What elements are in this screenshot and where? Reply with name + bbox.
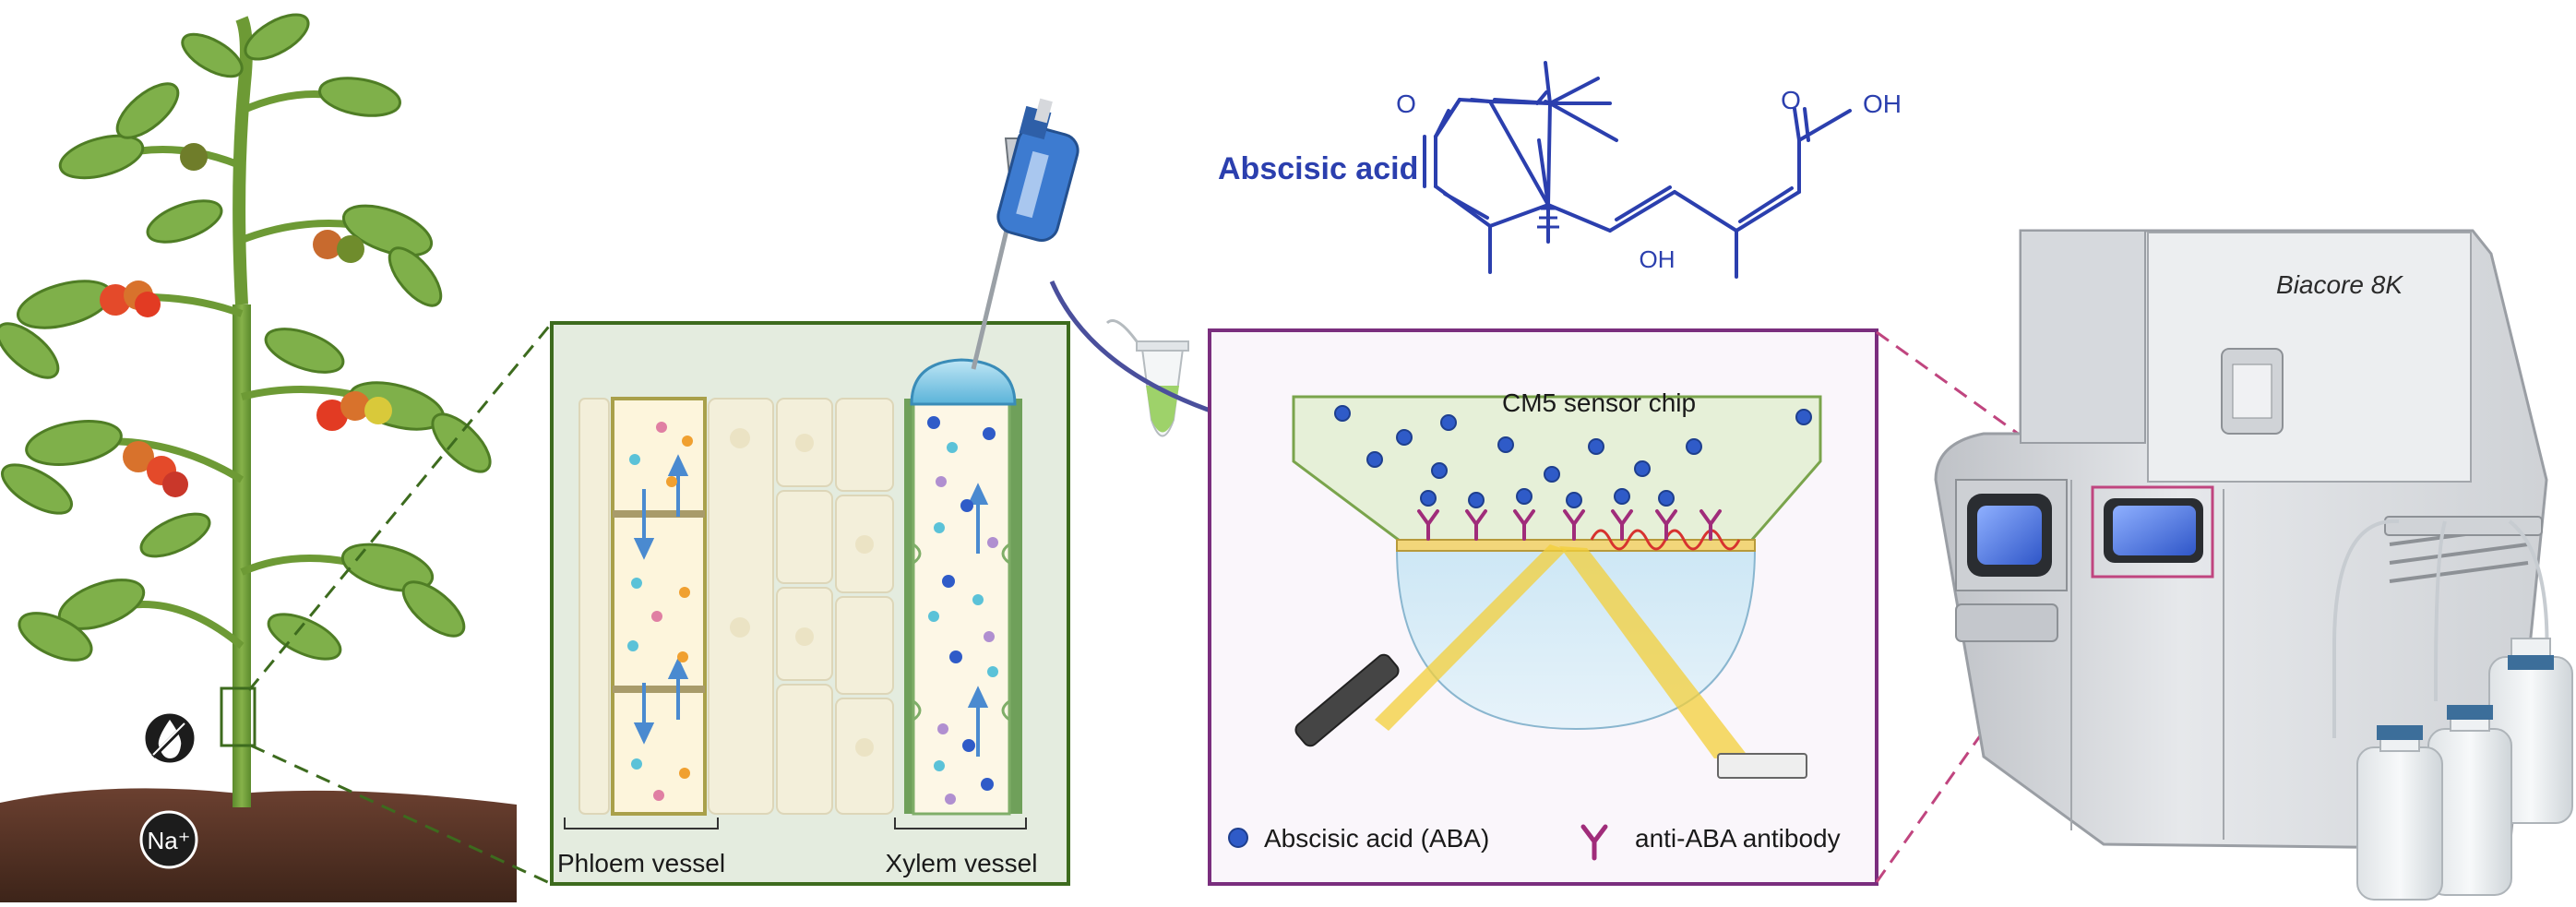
- bottle-icon: [2427, 705, 2512, 896]
- plant-illustration: Na⁺: [0, 13, 517, 902]
- zoom-line-upper: [247, 322, 554, 691]
- phloem-label: Phloem vessel: [557, 849, 725, 877]
- xylem-label: Xylem vessel: [886, 849, 1038, 877]
- laser-beam-in: [1375, 544, 1567, 731]
- zoom-line-lower: [250, 744, 553, 886]
- atom-label: OH: [1863, 90, 1902, 118]
- xylem-bracket: [894, 817, 1027, 829]
- phloem-bracket: [564, 817, 719, 829]
- chip-slot-highlight: [2091, 485, 2214, 579]
- legend-aba-swatch: [1228, 828, 1248, 848]
- chip-label: CM5 sensor chip: [1502, 388, 1696, 417]
- atom-label: O: [1396, 90, 1416, 118]
- legend: Abscisic acid (ABA) anti-ABA antibody: [1228, 824, 1841, 861]
- phloem-particles: [627, 422, 693, 801]
- laser-source: [1294, 653, 1400, 747]
- chip-slot: [2113, 506, 2196, 555]
- zoom-line-instrument-lower: [1875, 576, 2094, 883]
- buffer-bottles: [2356, 638, 2573, 901]
- aba-molecules: [1334, 405, 1812, 508]
- biacore-instrument: Biacore 8K: [1934, 229, 2549, 851]
- phloem-arrows: [633, 454, 689, 745]
- tomatoes: [100, 143, 392, 497]
- instrument-name: Biacore 8K: [2276, 270, 2403, 299]
- microtube-icon: [1105, 319, 1189, 437]
- antibodies: [1417, 509, 1722, 541]
- xylem-particles: [927, 416, 998, 805]
- sodium-ion-badge: Na⁺: [139, 810, 198, 869]
- soil: [0, 788, 517, 902]
- sensor-panel: CM5 sensor chip: [1208, 328, 1878, 886]
- molecule-title: Abscisic acid: [1218, 151, 1418, 186]
- sap-droplet: [910, 358, 1017, 406]
- bottle-icon: [2356, 725, 2443, 901]
- xylem-arrows: [967, 483, 989, 757]
- stem-selection-box: [220, 686, 256, 747]
- ion-label: Na⁺: [148, 827, 191, 854]
- abscisic-acid-molecule: Abscisic acid: [1218, 61, 1902, 279]
- legend-antibody-label: anti-ABA antibody: [1635, 824, 1841, 853]
- detector: [1717, 753, 1807, 779]
- phloem-vessel: [611, 397, 707, 816]
- xylem-vessel: [904, 397, 1022, 816]
- atom-label: OH: [1640, 245, 1676, 273]
- main-stem: [233, 304, 251, 807]
- legend-antibody-swatch: [1580, 824, 1608, 861]
- legend-aba-label: Abscisic acid (ABA): [1264, 824, 1489, 853]
- vessel-panel: Phloem vessel Xylem vessel: [550, 321, 1070, 886]
- atom-label: O: [1781, 86, 1801, 114]
- laser-beam-out: [1559, 546, 1748, 758]
- no-water-drop-icon: [142, 710, 197, 766]
- pipette-icon: [971, 98, 1079, 370]
